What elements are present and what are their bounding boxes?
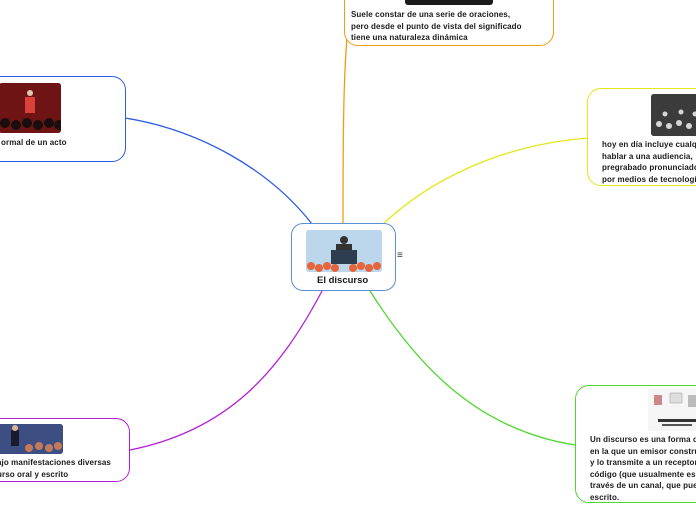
connector-right-top [382, 137, 589, 225]
node-center[interactable]: El discurso [291, 223, 396, 291]
podium-icon [306, 230, 382, 272]
node-right-bottom-text: Un discurso es una forma de en la que un… [590, 435, 696, 502]
node-left-top-text: ormal de un acto [1, 138, 67, 147]
connector-right-bottom [369, 290, 576, 446]
diagram-image [648, 389, 696, 431]
node-left-bottom[interactable]: ajo manifestaciones diversas urso oral y… [0, 418, 130, 482]
speaker-icon [0, 83, 61, 133]
connector-left-bottom [129, 290, 323, 451]
node-top-text: Suele constar de una serie de oraciones,… [351, 10, 522, 42]
node-right-top-text: hoy en día incluye cualq hablar a una au… [602, 140, 696, 184]
menu-icon[interactable]: ≡ [397, 250, 403, 261]
communication-diagram-icon [648, 389, 696, 431]
node-top[interactable]: Suele constar de una serie de oraciones,… [344, 0, 554, 46]
node-right-top[interactable]: hoy en día incluye cualq hablar a una au… [587, 88, 696, 186]
crowd-icon [651, 94, 696, 136]
conference-image [0, 424, 63, 454]
crowd-image [651, 94, 696, 136]
node-right-bottom[interactable]: Un discurso es una forma de en la que un… [575, 385, 696, 503]
node-left-bottom-text: ajo manifestaciones diversas urso oral y… [0, 458, 111, 479]
conference-icon [0, 424, 63, 454]
speaker-image [0, 83, 61, 133]
connector-left-top [124, 117, 313, 225]
speaker-podium-image [306, 230, 382, 272]
audience-image [405, 0, 493, 5]
center-title: El discurso [317, 275, 369, 286]
node-left-top[interactable]: ormal de un acto [0, 76, 126, 162]
